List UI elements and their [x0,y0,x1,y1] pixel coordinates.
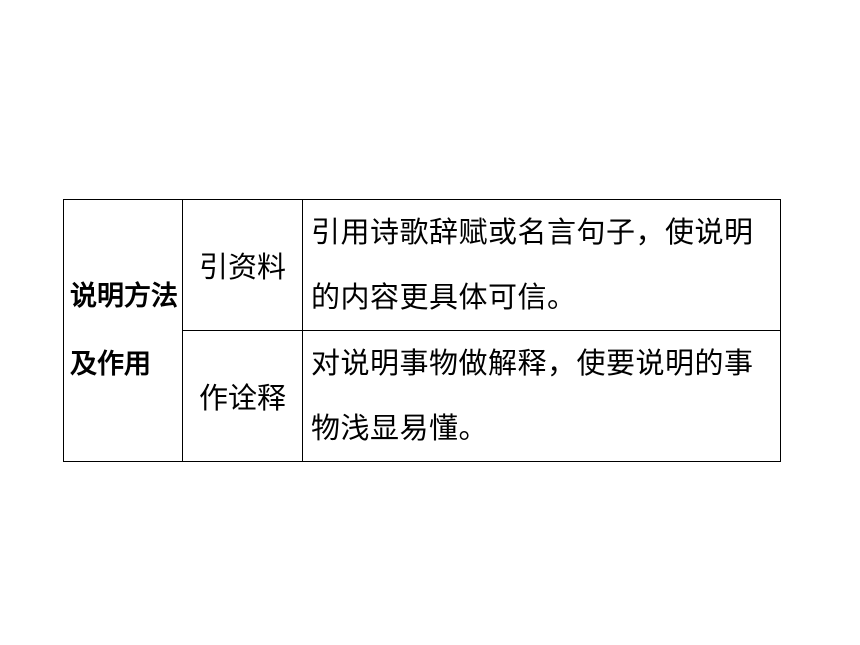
category-header-cell: 说明方法及作用 [63,199,183,462]
method-description-cell: 对说明事物做解释，使要说明的事物浅显易懂。 [302,330,781,462]
method-name-cell: 作诠释 [182,330,303,462]
methods-table-container: 说明方法及作用 引资料 引用诗歌辞赋或名言句子，使说明的内容更具体可信。 作诠释… [63,199,781,462]
method-description-cell: 引用诗歌辞赋或名言句子，使说明的内容更具体可信。 [302,199,781,331]
method-name-cell: 引资料 [182,199,303,331]
explanation-methods-table: 说明方法及作用 引资料 引用诗歌辞赋或名言句子，使说明的内容更具体可信。 作诠释… [63,199,781,462]
table-row: 说明方法及作用 引资料 引用诗歌辞赋或名言句子，使说明的内容更具体可信。 [63,199,781,462]
table-row: 作诠释 对说明事物做解释，使要说明的事物浅显易懂。 [64,330,781,462]
